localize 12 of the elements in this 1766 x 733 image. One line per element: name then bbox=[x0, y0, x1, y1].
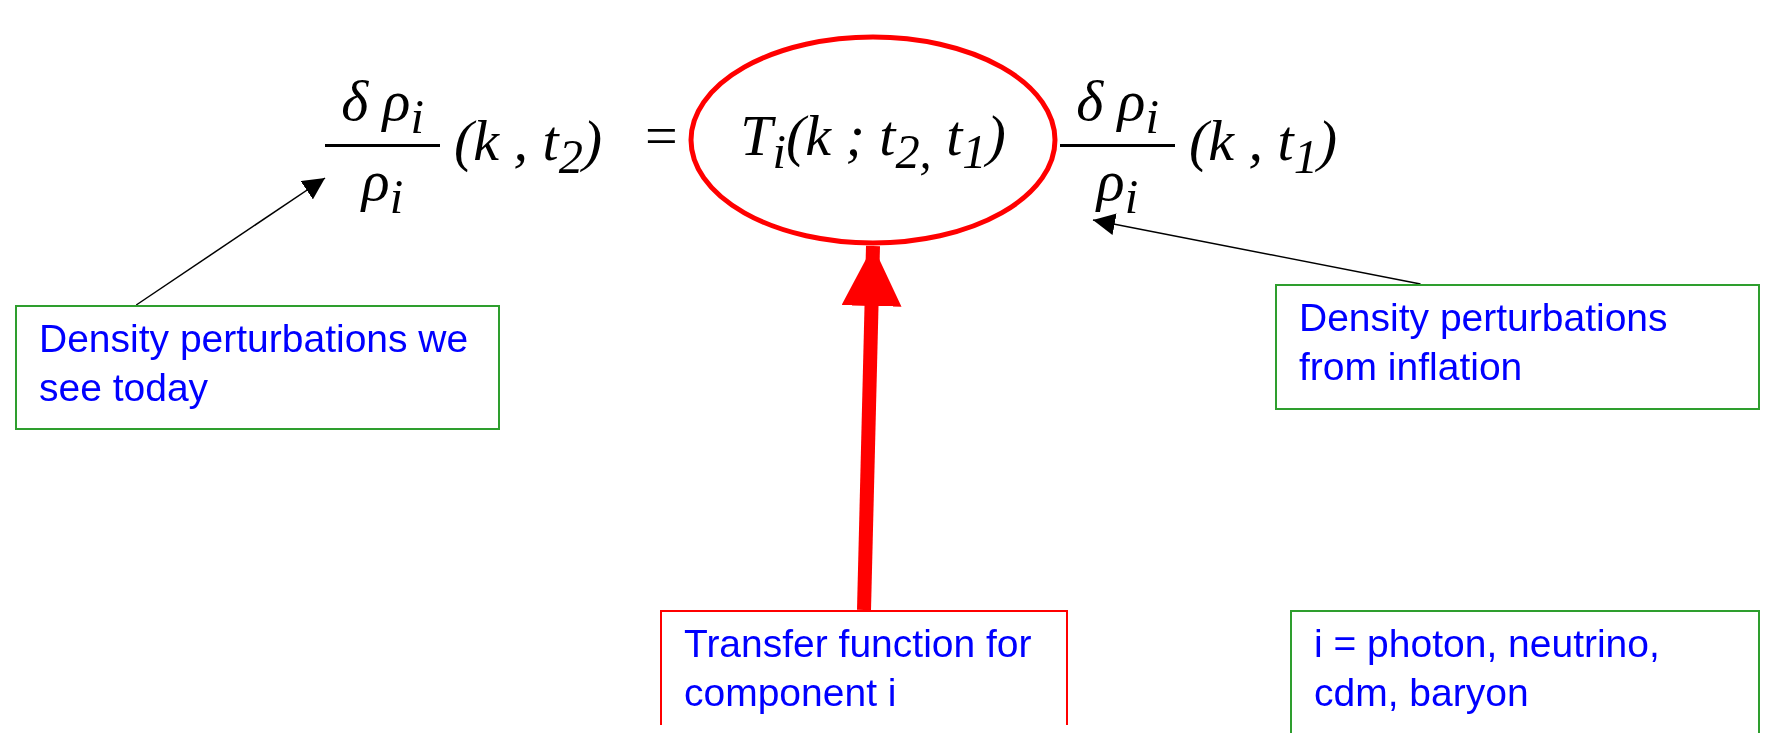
fraction-denominator: ρ$_{i}$ bbox=[1096, 146, 1139, 224]
leader-arrow bbox=[135, 177, 326, 306]
function-arguments: (k , t$_{1}$) bbox=[1189, 106, 1338, 184]
equation-text: T$_{i}$(k ; t$_{2,}$ t$_{1}$) bbox=[740, 101, 1006, 179]
leader-arrow bbox=[1092, 213, 1422, 285]
thick-arrow bbox=[841, 245, 902, 611]
equals-sign: = bbox=[645, 102, 678, 169]
function-arguments: (k , t$_{2}$) bbox=[454, 106, 603, 184]
fraction-numerator: δ ρ$_{i}$ bbox=[1076, 66, 1159, 144]
fraction-denominator: ρ$_{i}$ bbox=[361, 146, 404, 224]
highlight-ellipse bbox=[688, 34, 1058, 246]
fraction-numerator: δ ρ$_{i}$ bbox=[341, 66, 424, 144]
